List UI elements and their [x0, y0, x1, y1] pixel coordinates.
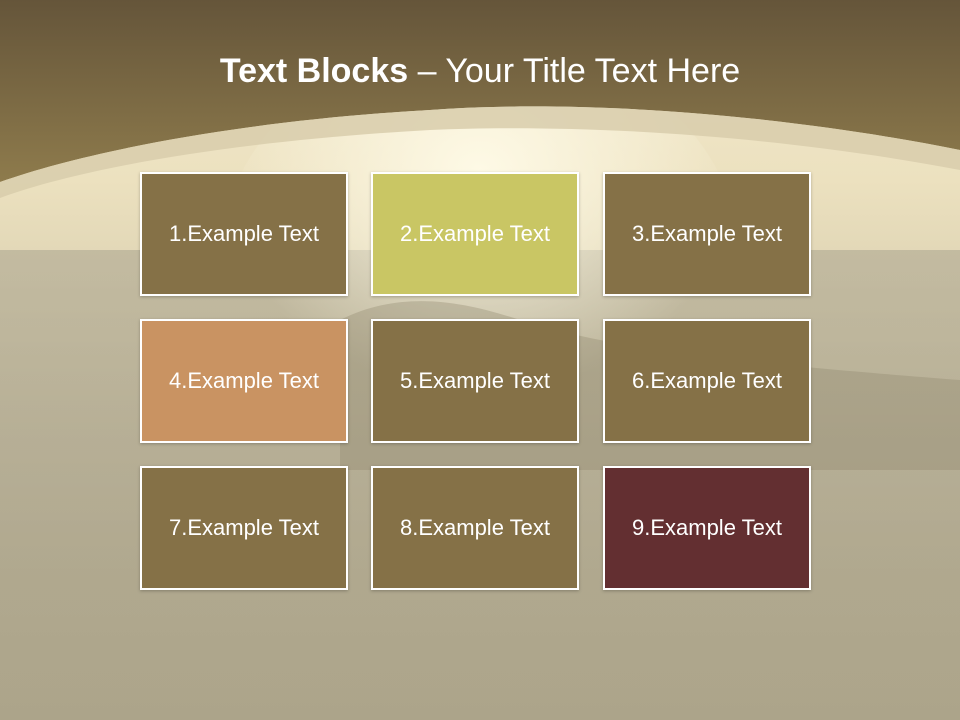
text-block-5[interactable]: 5.Example Text — [371, 319, 579, 443]
title-dash: – — [408, 52, 446, 90]
text-block-8[interactable]: 8.Example Text — [371, 466, 579, 590]
text-block-1[interactable]: 1.Example Text — [140, 172, 348, 296]
text-block-7[interactable]: 7.Example Text — [140, 466, 348, 590]
text-block-3[interactable]: 3.Example Text — [603, 172, 811, 296]
text-block-4[interactable]: 4.Example Text — [140, 319, 348, 443]
text-block-2[interactable]: 2.Example Text — [371, 172, 579, 296]
title-rest: Your Title Text Here — [445, 52, 741, 90]
text-block-9[interactable]: 9.Example Text — [603, 466, 811, 590]
text-block-6[interactable]: 6.Example Text — [603, 319, 811, 443]
header-band — [0, 0, 960, 182]
title-bold: Text Blocks — [219, 52, 409, 90]
header-arc — [0, 106, 960, 198]
page-title: Text Blocks – Your Title Text Here — [0, 52, 960, 91]
